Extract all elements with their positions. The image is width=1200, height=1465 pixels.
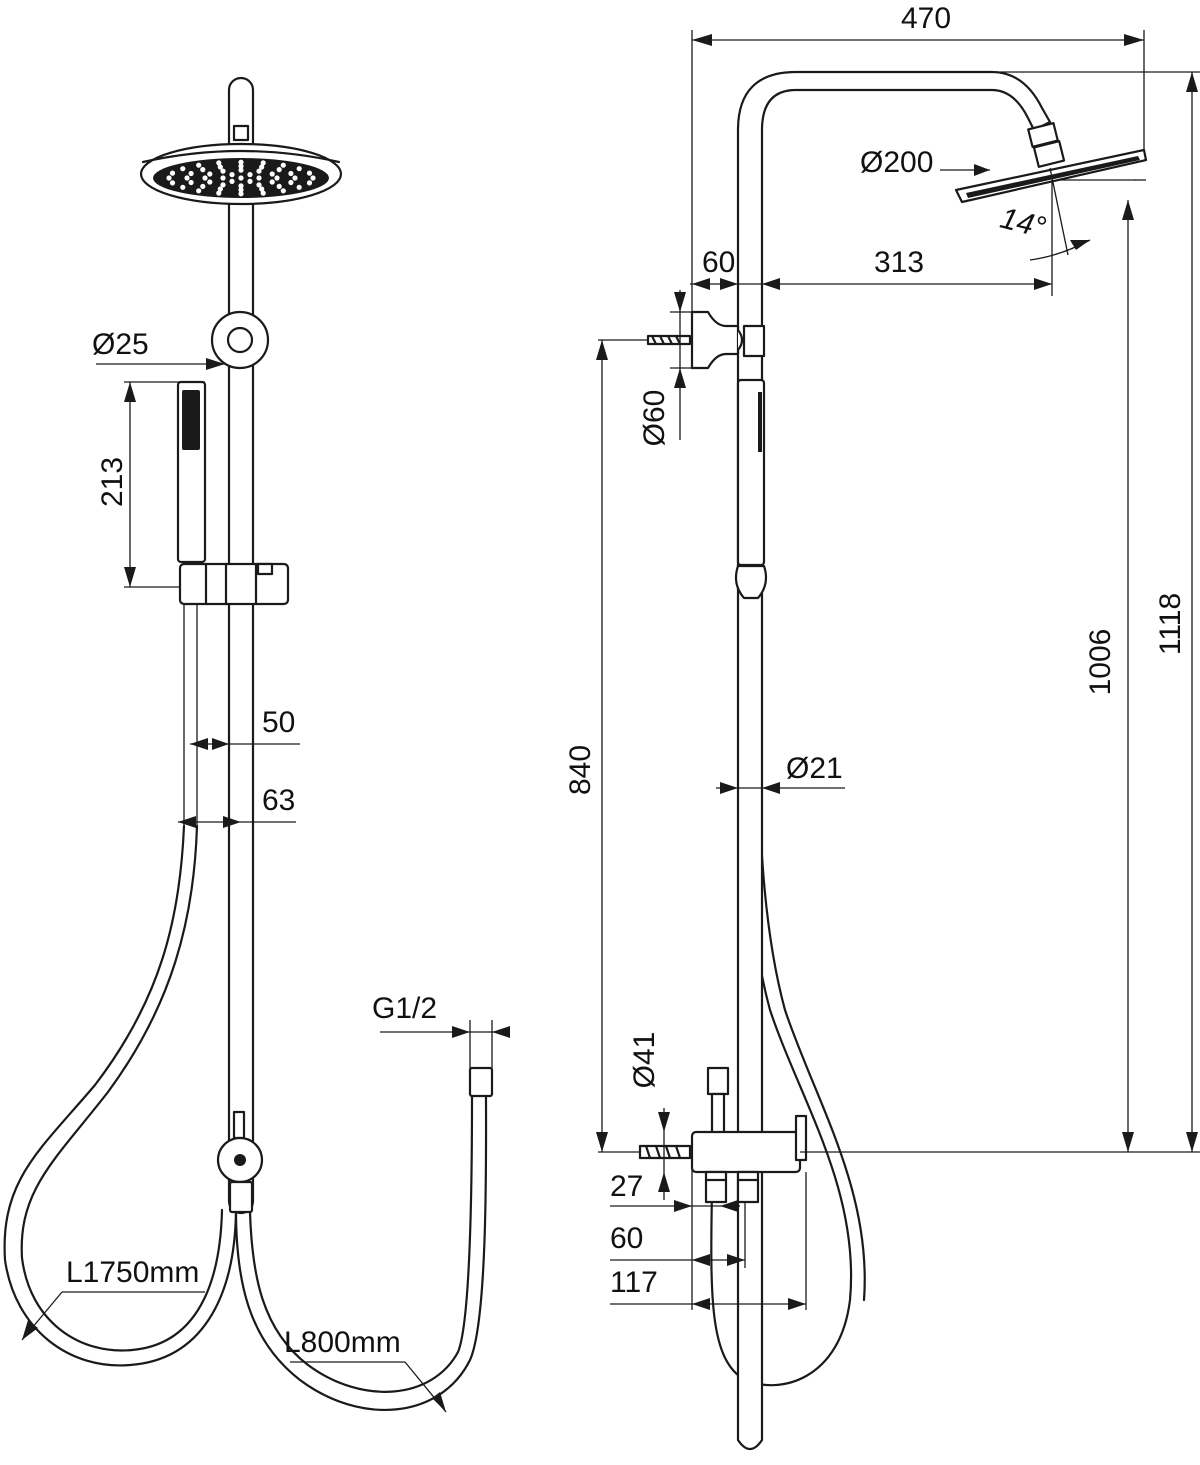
long-hose	[3, 824, 238, 1367]
nozzle	[256, 182, 262, 188]
nozzle	[238, 167, 244, 173]
nozzle	[247, 172, 253, 178]
slider-bracket-front	[178, 562, 290, 606]
hand-shower-side	[734, 378, 768, 600]
nozzle	[229, 178, 235, 184]
nozzle	[180, 184, 186, 190]
nozzle	[276, 167, 282, 173]
nozzle	[238, 183, 244, 189]
label-arm-reach: 313	[874, 246, 924, 279]
nozzle	[306, 180, 313, 186]
nozzle	[217, 164, 223, 170]
label-handshower-length: 213	[96, 457, 129, 507]
nozzle	[169, 170, 176, 176]
nozzle	[238, 187, 244, 193]
label-hose-connector: G1/2	[372, 992, 437, 1025]
nozzle	[184, 175, 190, 181]
nozzle	[207, 171, 213, 177]
shower-head-front	[139, 124, 343, 206]
nozzle	[196, 162, 202, 168]
nozzle	[296, 184, 302, 190]
nozzle	[180, 166, 186, 172]
wall-bracket-side	[646, 310, 766, 370]
label-riser-diameter: Ø21	[786, 752, 843, 785]
nozzle	[259, 186, 265, 192]
nozzle	[296, 166, 302, 172]
nozzle	[247, 178, 253, 184]
hose-connector	[468, 1066, 494, 1098]
nozzle	[166, 175, 172, 181]
nozzle	[276, 183, 282, 189]
nozzle	[256, 168, 262, 174]
nozzle	[310, 175, 316, 181]
short-hose	[234, 1093, 488, 1411]
nozzle	[217, 186, 223, 192]
label-mixer-depth-b: 60	[610, 1222, 643, 1255]
dimension-arrows	[22, 34, 1198, 1412]
nozzle	[306, 170, 313, 176]
nozzle	[280, 188, 286, 194]
label-bracket-height: 840	[564, 745, 597, 795]
nozzle	[238, 191, 244, 197]
nozzle	[292, 175, 298, 181]
label-long-hose: L1750mm	[66, 1256, 199, 1289]
nozzle	[202, 175, 208, 181]
label-tilt-angle: 14°	[997, 202, 1049, 245]
riser-pipe	[227, 76, 255, 1215]
label-offset-b: 63	[262, 784, 295, 817]
nozzle	[188, 179, 194, 186]
nozzle	[220, 175, 226, 181]
diverter-front	[216, 1110, 264, 1214]
label-short-hose: L800mm	[284, 1326, 401, 1359]
nozzle	[260, 160, 266, 166]
nozzle	[200, 167, 206, 173]
riser-and-arm	[736, 70, 1052, 1451]
label-total-projection: 470	[901, 2, 951, 35]
nozzle	[220, 168, 226, 174]
dimension-labels: Ø25 213 50 63 G1/2 L1750mm L800mm 470 Ø2…	[66, 2, 1187, 1359]
label-wall-bracket-diameter: Ø60	[638, 390, 671, 447]
label-mixer-depth-a: 27	[610, 1170, 643, 1203]
nozzle	[259, 164, 265, 170]
nozzle	[288, 179, 294, 186]
nozzle	[260, 190, 266, 196]
label-total-height: 1118	[1154, 593, 1187, 655]
nozzle	[269, 179, 275, 185]
side-view	[638, 70, 1148, 1451]
label-mixer-diameter: Ø41	[628, 1032, 661, 1089]
label-head-height: 1006	[1084, 629, 1117, 696]
nozzle	[216, 160, 222, 166]
label-mixer-depth-c: 117	[610, 1266, 658, 1299]
nozzle	[256, 175, 262, 181]
nozzle	[229, 172, 235, 178]
nozzle	[238, 175, 244, 181]
label-offset-a: 50	[262, 706, 295, 739]
nozzle	[188, 170, 194, 177]
label-handshower-diameter: Ø25	[92, 328, 149, 361]
label-shower-head-diameter: Ø200	[860, 146, 933, 179]
nozzle	[196, 188, 202, 194]
nozzle	[200, 183, 206, 189]
front-view	[3, 76, 494, 1411]
mixer-side	[638, 1066, 808, 1204]
nozzle	[269, 171, 275, 177]
label-wall-offset: 60	[702, 246, 735, 279]
nozzle	[169, 180, 176, 186]
nozzle	[207, 179, 213, 185]
nozzle	[220, 182, 226, 188]
nozzle	[280, 162, 286, 168]
nozzle	[274, 175, 280, 181]
nozzle	[216, 190, 222, 196]
nozzle	[238, 159, 244, 165]
hand-shower-front	[176, 380, 207, 564]
nozzle	[288, 170, 294, 177]
nozzle	[238, 163, 244, 169]
